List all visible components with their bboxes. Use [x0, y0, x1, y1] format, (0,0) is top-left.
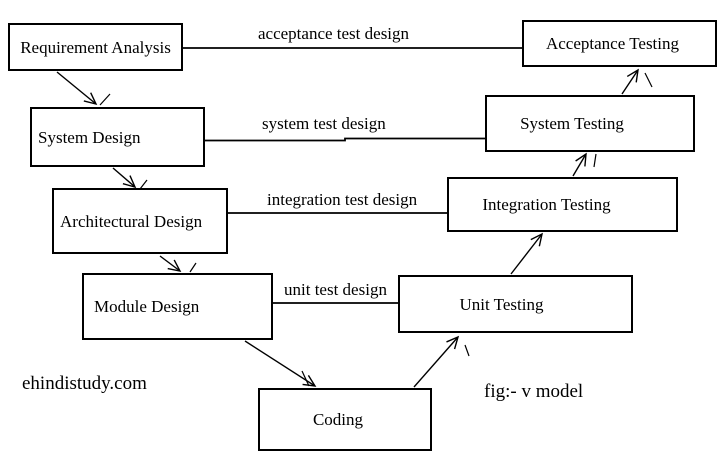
node-label: Unit Testing: [459, 294, 544, 314]
sketch-stroke: [464, 344, 470, 357]
node-coding: Coding: [258, 388, 432, 451]
arrow-systemtesting-to-acceptance: [621, 70, 638, 95]
sketch-stroke: [189, 262, 197, 273]
node-label: Coding: [312, 410, 364, 429]
sketch-stroke: [593, 153, 597, 168]
sketch-stroke: [644, 72, 653, 88]
arrow-module-to-coding: [244, 340, 315, 386]
arrow-architectural-to-module: [159, 255, 180, 271]
arrow-coding-to-unittesting: [413, 337, 458, 388]
arrow-requirement-to-systemdesign: [56, 71, 96, 104]
node-architectural-design: Architectural Design: [52, 188, 228, 254]
figure-caption: fig:- v model: [484, 381, 584, 402]
node-unit-testing: Unit Testing: [398, 275, 633, 333]
node-label: System Testing: [520, 114, 624, 133]
sketch-stroke: [99, 93, 111, 106]
node-system-testing: System Testing: [485, 95, 695, 152]
sketch-stroke: [301, 370, 310, 387]
edge-label-integration-test-design: integration test design: [267, 190, 418, 209]
arrow-unittesting-to-integration: [510, 234, 542, 275]
node-module-design: Module Design: [82, 273, 273, 340]
node-label: Integration Testing: [482, 195, 611, 214]
node-system-design: System Design: [30, 107, 205, 167]
watermark-text: ehindistudy.com: [22, 373, 147, 394]
node-label: Requirement Analysis: [20, 37, 171, 57]
node-label: Architectural Design: [60, 211, 203, 231]
arrow-integration-to-systemtesting: [572, 154, 586, 177]
edge-label-unit-test-design: unit test design: [284, 280, 387, 299]
edge-label-acceptance-test-design: acceptance test design: [258, 24, 410, 43]
node-requirement-analysis: Requirement Analysis: [8, 23, 183, 71]
node-label: System Design: [38, 127, 141, 147]
node-integration-testing: Integration Testing: [447, 177, 678, 232]
edge-systemdesign-to-systemtesting: [205, 137, 485, 142]
node-acceptance-testing: Acceptance Testing: [522, 20, 717, 67]
node-label: Acceptance Testing: [545, 34, 680, 53]
arrow-systemdesign-to-architectural: [112, 167, 135, 187]
node-label: Module Design: [94, 297, 200, 316]
edge-label-system-test-design: system test design: [262, 114, 386, 133]
